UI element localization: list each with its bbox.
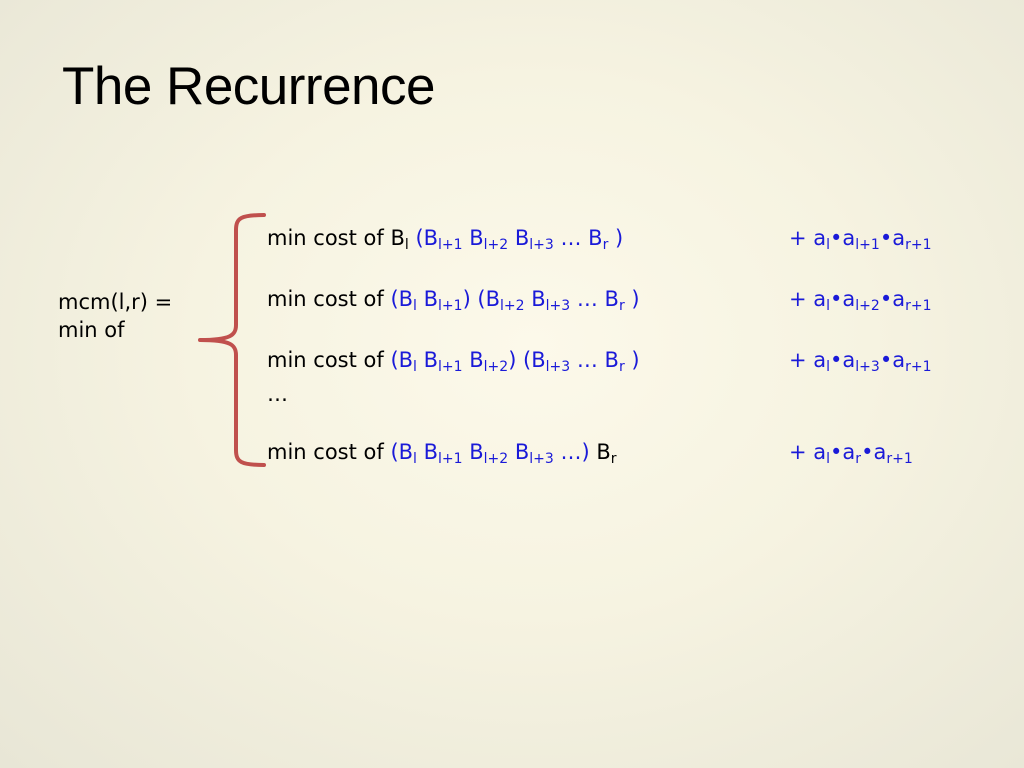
cost-term-2: + al•al+2•ar+1 [789, 287, 932, 315]
mcm-definition: mcm(l,r) = min of [58, 288, 172, 344]
cost-term-1: + al•al+1•ar+1 [789, 226, 932, 254]
cost-term-3: + al•al+3•ar+1 [789, 348, 932, 376]
left-brace-icon [198, 213, 266, 467]
slide-title: The Recurrence [62, 57, 436, 116]
recurrence-row-1: min cost of Bl (Bl+1 Bl+2 Bl+3 … Br ) [267, 226, 624, 254]
recurrence-row-3: min cost of (Bl Bl+1 Bl+2) (Bl+3 … Br ) [267, 348, 640, 376]
row-3-prefix: min cost of [267, 348, 391, 372]
recurrence-row-2: min cost of (Bl Bl+1) (Bl+2 Bl+3 … Br ) [267, 287, 640, 315]
cost-term-4: + al•ar•ar+1 [789, 440, 913, 468]
row-2-prefix: min cost of [267, 287, 391, 311]
min-of-label: min of [58, 318, 125, 342]
row-1-prefix: min cost of [267, 226, 391, 250]
vertical-ellipsis: … [267, 382, 288, 406]
recurrence-row-4: min cost of (Bl Bl+1 Bl+2 Bl+3 …) Br [267, 440, 617, 468]
mcm-label: mcm(l,r) = [58, 290, 173, 314]
row-4-prefix: min cost of [267, 440, 391, 464]
